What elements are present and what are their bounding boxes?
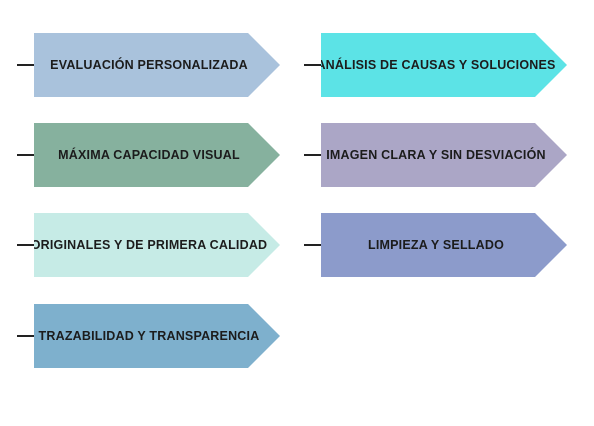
arrow-item-trazabilidad: TRAZABILIDAD Y TRANSPARENCIA: [17, 304, 317, 368]
arrow-label: MÁXIMA CAPACIDAD VISUAL: [58, 148, 240, 162]
connector-line: [304, 64, 332, 66]
arrow-item-analisis: ANÁLISIS DE CAUSAS Y SOLUCIONES: [304, 33, 594, 97]
arrow-item-originales: ORIGINALES Y DE PRIMERA CALIDAD: [17, 213, 317, 277]
arrow-label: LIMPIEZA Y SELLADO: [367, 238, 505, 252]
connector-line: [304, 154, 332, 156]
connector-line: [17, 64, 45, 66]
arrow-label: ANÁLISIS DE CAUSAS Y SOLUCIONES: [316, 58, 556, 72]
connector-line: [17, 335, 45, 337]
arrow-shape: ORIGINALES Y DE PRIMERA CALIDAD: [34, 213, 280, 277]
arrow-shape: EVALUACIÓN PERSONALIZADA: [34, 33, 280, 97]
connector-line: [17, 154, 45, 156]
arrow-item-imagen: IMAGEN CLARA Y SIN DESVIACIÓN: [304, 123, 594, 187]
connector-line: [17, 244, 45, 246]
arrow-label: TRAZABILIDAD Y TRANSPARENCIA: [38, 329, 260, 343]
connector-line: [304, 244, 332, 246]
arrow-label: ORIGINALES Y DE PRIMERA CALIDAD: [30, 238, 268, 252]
arrow-shape: ANÁLISIS DE CAUSAS Y SOLUCIONES: [321, 33, 567, 97]
arrow-label: IMAGEN CLARA Y SIN DESVIACIÓN: [326, 148, 546, 162]
arrow-label: EVALUACIÓN PERSONALIZADA: [50, 58, 248, 72]
arrow-shape: IMAGEN CLARA Y SIN DESVIACIÓN: [321, 123, 567, 187]
arrow-shape: TRAZABILIDAD Y TRANSPARENCIA: [34, 304, 280, 368]
arrow-shape: LIMPIEZA Y SELLADO: [321, 213, 567, 277]
arrow-item-maxima: MÁXIMA CAPACIDAD VISUAL: [17, 123, 317, 187]
arrow-item-limpieza: LIMPIEZA Y SELLADO: [304, 213, 594, 277]
arrow-item-evaluacion: EVALUACIÓN PERSONALIZADA: [17, 33, 317, 97]
arrow-shape: MÁXIMA CAPACIDAD VISUAL: [34, 123, 280, 187]
